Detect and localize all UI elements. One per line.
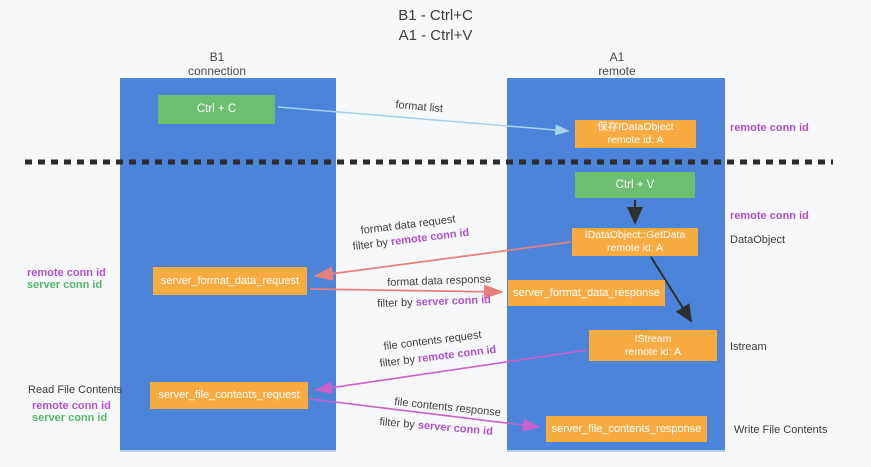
stored-idataobject-line2: remote id: A <box>607 134 664 146</box>
server-file-contents-response-node: server_file_contents_response <box>546 416 707 442</box>
format-data-response-filter-label: filter by server conn id <box>377 294 491 310</box>
server-conn-id-text: server conn id <box>417 419 494 438</box>
getdata-line2: remote id: A <box>606 242 664 254</box>
stored-idataobject-node: 保存IDataObject remote id: A <box>575 120 696 148</box>
ctrl-c-node: Ctrl + C <box>158 95 275 124</box>
left-remote-conn-id-label-1: remote conn id <box>27 267 106 279</box>
write-file-contents-label: Write File Contents <box>734 424 828 436</box>
lane-right-header: A1 remote <box>557 50 677 78</box>
format-list-label: format list <box>394 99 444 116</box>
istream-side-label: Istream <box>730 341 767 353</box>
stored-idataobject-line1: 保存IDataObject <box>597 121 674 133</box>
file-contents-response-filter-label: filter by server conn id <box>379 416 493 438</box>
ctrl-v-label: Ctrl + V <box>615 178 655 191</box>
dataobject-side-label: DataObject <box>730 234 786 246</box>
format-data-response-arrow <box>309 284 504 299</box>
server-format-data-request-node: server_format_data_request <box>153 267 307 295</box>
file-contents-response-label: file contents response <box>393 396 502 420</box>
lane-right-name: A1 <box>609 50 625 64</box>
getdata-line1: IDataObject::GetData <box>584 229 686 241</box>
server-conn-id-text: server conn id <box>415 294 492 309</box>
istream-node: IStream remote id: A <box>589 330 717 361</box>
lane-right-role: remote <box>598 64 636 78</box>
server-format-data-response-label: server_format_data_response <box>513 286 660 299</box>
remote-conn-id-side-label-mid: remote conn id <box>730 210 809 222</box>
format-data-response-label: format data response <box>387 273 492 289</box>
remote-conn-id-side-label-top: remote conn id <box>730 122 809 134</box>
diagram-title-line2: A1 - Ctrl+V <box>398 27 473 44</box>
server-format-data-request-label: server_format_data_request <box>160 274 300 287</box>
istream-line1: IStream <box>634 332 672 345</box>
filter-by-text: filter by <box>378 416 416 432</box>
lane-left-role: connection <box>187 64 247 78</box>
filter-by-text: filter by <box>377 296 413 310</box>
istream-line2: remote id: A <box>624 345 682 358</box>
lane-left-name: B1 <box>209 50 225 64</box>
left-server-conn-id-label-1: server conn id <box>27 279 103 291</box>
read-file-contents-label: Read File Contents <box>28 384 123 396</box>
server-file-contents-request-label: server_file_contents_request <box>158 389 300 401</box>
left-server-conn-id-label-2: server conn id <box>32 412 108 424</box>
server-file-contents-request-node: server_file_contents_request <box>150 382 308 409</box>
filter-by-text: filter by <box>352 236 389 253</box>
filter-by-text: filter by <box>379 353 416 370</box>
diagram-title-line1: B1 - Ctrl+C <box>398 7 473 24</box>
ctrl-c-label: Ctrl + C <box>196 103 237 115</box>
server-format-data-response-node: server_format_data_response <box>508 280 665 306</box>
ctrl-v-node: Ctrl + V <box>575 172 695 198</box>
server-file-contents-response-label: server_file_contents_response <box>551 422 702 435</box>
left-remote-conn-id-label-2: remote conn id <box>32 400 111 412</box>
getdata-node: IDataObject::GetData remote id: A <box>572 228 698 256</box>
lane-left-header: B1 connection <box>157 50 277 78</box>
